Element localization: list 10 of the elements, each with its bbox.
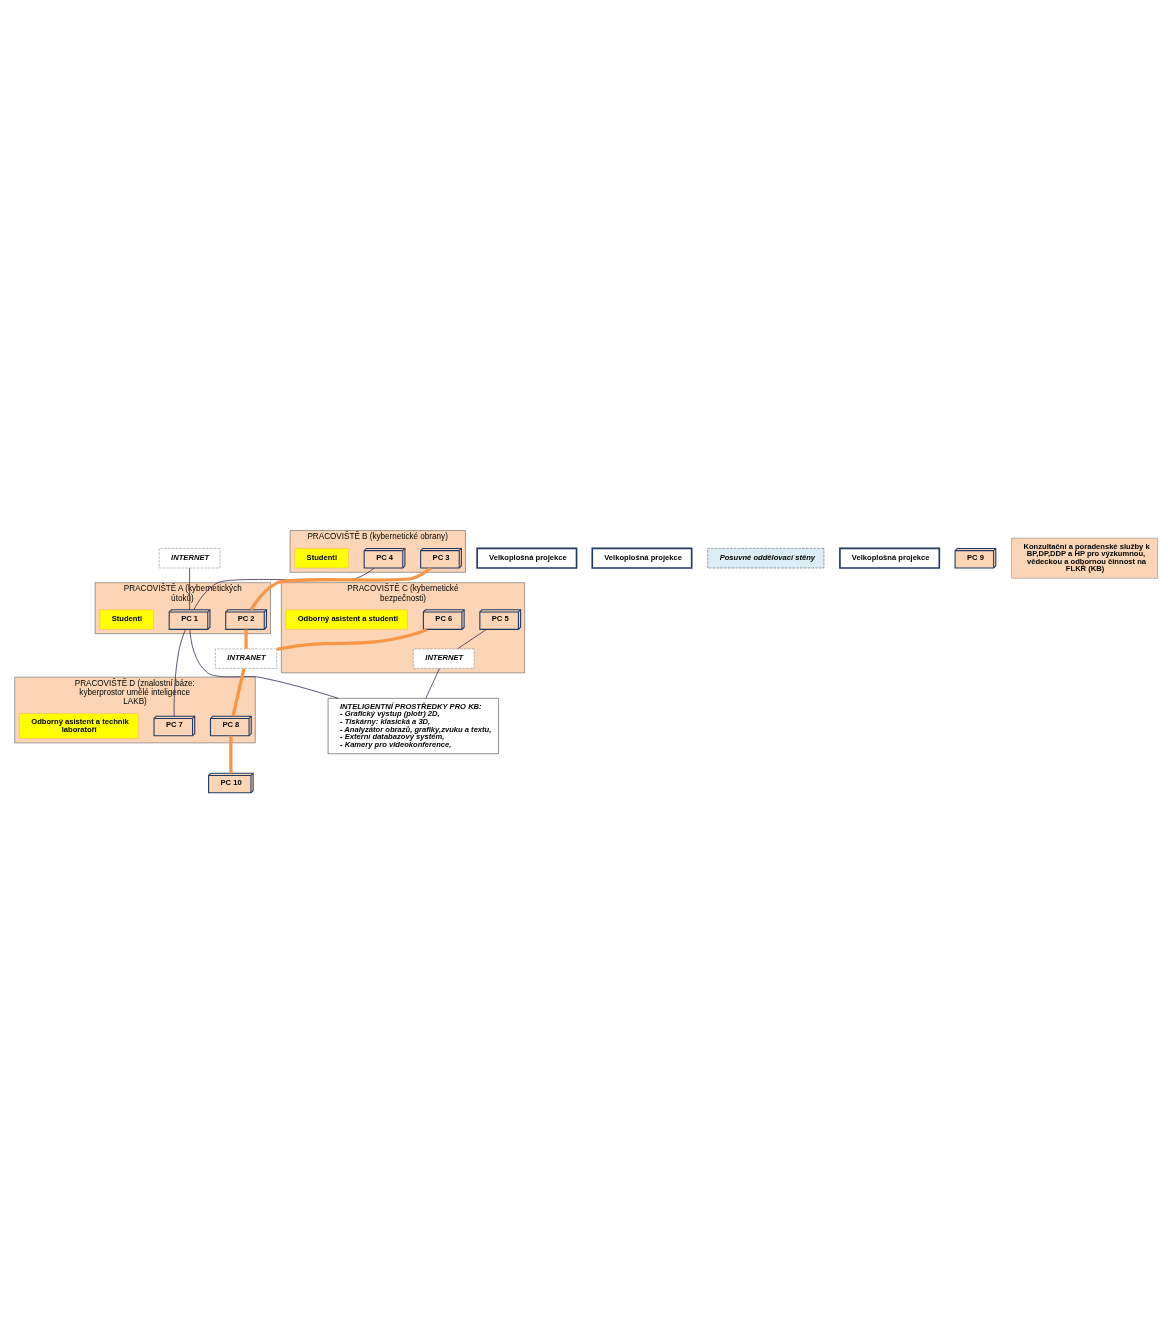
- connector: [457, 629, 487, 650]
- connector: [189, 567, 190, 611]
- connector: [173, 629, 186, 717]
- connector: [276, 627, 428, 651]
- connector: [249, 566, 432, 611]
- connector: [425, 668, 440, 699]
- connector: [189, 629, 339, 699]
- connector: [229, 735, 233, 774]
- connector: [244, 629, 248, 649]
- connector: [231, 668, 246, 717]
